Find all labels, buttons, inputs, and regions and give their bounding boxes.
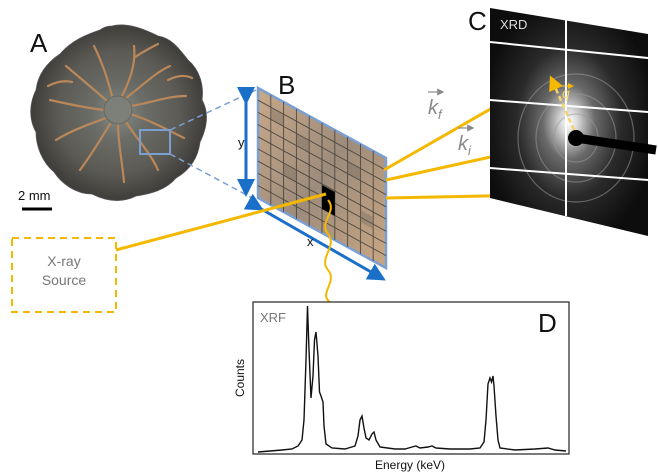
panel-c-letter: C	[468, 6, 487, 36]
incident-beam	[115, 192, 327, 252]
y-axis-label: y	[238, 135, 245, 150]
xrf-spectrum-line	[257, 305, 567, 453]
x-axis-title: Energy (keV)	[375, 458, 445, 472]
panel-b: B	[237, 70, 388, 303]
xrd-title: XRD	[500, 17, 527, 32]
colony-center	[103, 95, 133, 125]
x-axis-arrow	[243, 193, 386, 281]
panel-b-letter: B	[278, 70, 295, 100]
scale-label: 2 mm	[18, 188, 51, 203]
zoom-box	[139, 129, 171, 155]
detector-gaps	[489, 14, 649, 216]
panel-a: A 2 mm	[18, 24, 257, 211]
q-label: q	[562, 85, 570, 101]
beamstop-arm	[575, 133, 657, 155]
source-box	[11, 237, 117, 313]
zoom-line-bottom	[169, 153, 257, 201]
scan-grid	[256, 85, 388, 271]
xrf-title: XRF	[260, 310, 286, 325]
source-label-line2: Source	[42, 272, 87, 288]
panel-d: XRF D Counts Energy (keV)	[233, 301, 570, 472]
colony-wrinkles	[46, 42, 194, 184]
ki-label: ki	[458, 133, 472, 158]
xray-source: X-ray Source	[11, 192, 327, 313]
q-vector	[549, 75, 576, 131]
panel-c: C XRD q	[468, 6, 657, 236]
panel-d-letter: D	[538, 308, 557, 338]
xrf-plot-frame	[252, 301, 570, 455]
x-axis-label: x	[307, 234, 314, 249]
vector-labels: kf ki	[428, 88, 475, 158]
xrd-detector	[490, 8, 648, 236]
fluorescence-wave	[324, 199, 332, 303]
y-axis-title: Counts	[233, 359, 247, 397]
source-label-line1: X-ray	[47, 253, 80, 269]
zoom-line-top	[169, 89, 257, 131]
panel-a-letter: A	[30, 28, 48, 58]
kf-label: kf	[428, 97, 443, 122]
